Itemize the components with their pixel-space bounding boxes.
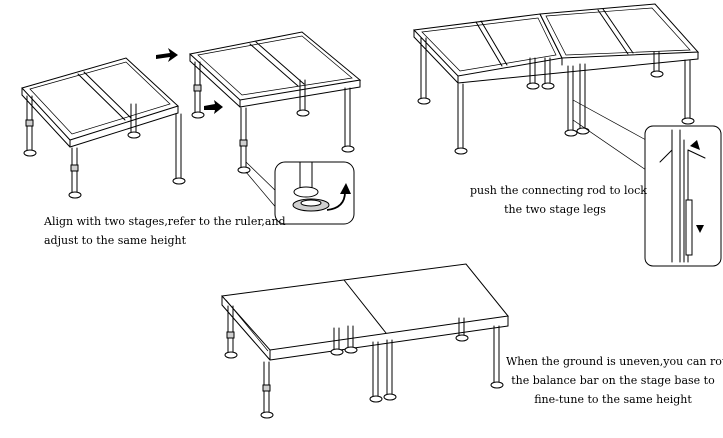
stage-frame-middle xyxy=(188,31,362,108)
stage-legs-left xyxy=(23,95,186,199)
align-instruction: Align with two stages,refer to the ruler… xyxy=(44,212,286,250)
stage-frame-left xyxy=(21,57,179,148)
uneven-ground-instruction: When the ground is uneven,you can rotate… xyxy=(506,352,723,409)
arrow-right-icon xyxy=(156,48,178,62)
joined-stage-frames xyxy=(412,3,700,84)
joined-stage-legs xyxy=(417,37,695,155)
lock-line-2: the two stage legs xyxy=(504,203,606,216)
lock-line-1: push the connecting rod to lock xyxy=(470,184,647,197)
stage-legs-middle xyxy=(191,61,355,174)
uneven-line-2: the balance bar on the stage base to xyxy=(511,374,715,387)
assembled-stage xyxy=(220,263,509,361)
leveling-foot-detail xyxy=(245,161,355,225)
align-line-1: Align with two stages,refer to the ruler… xyxy=(44,215,286,228)
lock-instruction: push the connecting rod to lock the two … xyxy=(470,181,647,219)
arrow-right-icon xyxy=(204,100,223,114)
uneven-line-3: fine-tune to the same height xyxy=(534,393,692,406)
align-line-2: adjust to the same height xyxy=(44,234,187,247)
assembled-stage-legs xyxy=(224,305,504,419)
connecting-rod-detail xyxy=(572,99,722,267)
uneven-line-1: When the ground is uneven,you can rotate xyxy=(506,355,723,368)
